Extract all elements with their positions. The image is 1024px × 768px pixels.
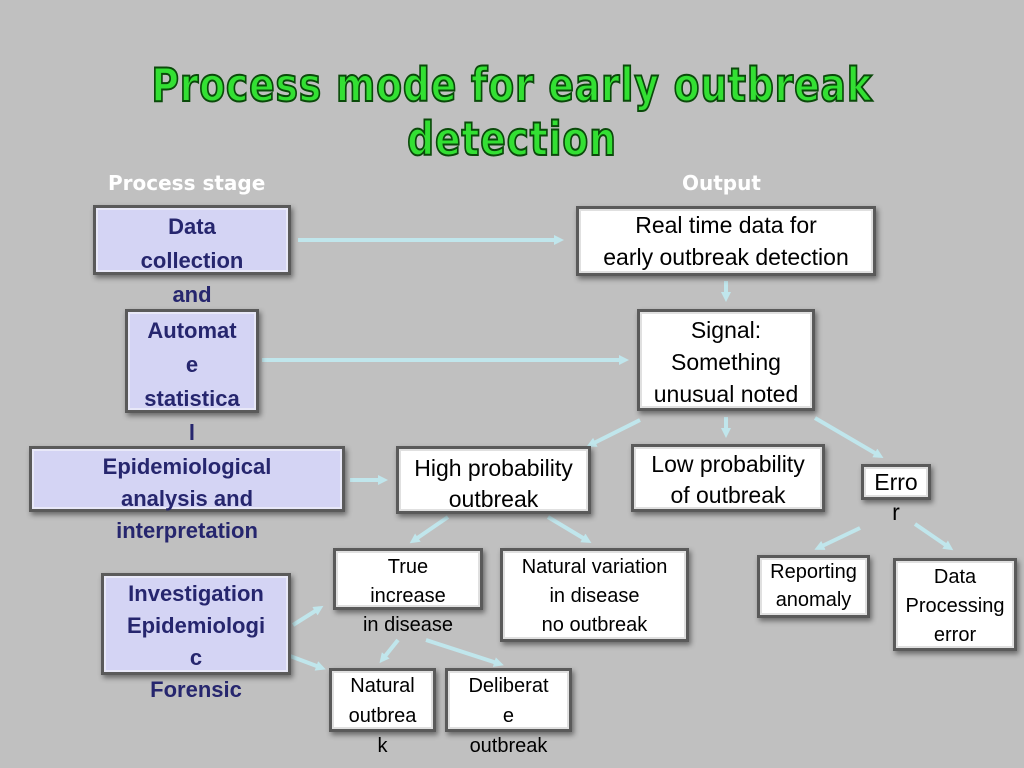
output-true-increase: True increase in disease bbox=[333, 548, 483, 636]
arrow-investigation-to-natural-outbreak bbox=[289, 654, 326, 671]
output-error: Erro r bbox=[861, 464, 931, 525]
arrow-error-to-processing bbox=[913, 522, 954, 551]
output-deliberate-outbreak: Deliberat e outbreak bbox=[445, 668, 572, 757]
arrow-error-to-reporting bbox=[814, 526, 861, 550]
stage-epidemiological-analysis: Epidemiological analysis and interpretat… bbox=[29, 446, 345, 543]
output-signal: Signal: Something unusual noted bbox=[637, 309, 815, 411]
arrow-signal-to-high bbox=[586, 418, 641, 447]
output-realtime-data: Real time data for early outbreak detect… bbox=[576, 206, 876, 276]
page-title: Process mode for early outbreak detectio… bbox=[150, 57, 873, 167]
process-stage-header: Process stage bbox=[108, 171, 266, 195]
stage-data-collection: Data collection and processing bbox=[93, 205, 291, 341]
stage-investigation: Investigation Epidemiologi c Forensic bbox=[101, 573, 291, 702]
arrow-investigation-to-true bbox=[291, 605, 324, 627]
output-reporting-anomaly: Reporting anomaly bbox=[757, 555, 870, 618]
stage-automated-statistical: Automat e statistica l bbox=[125, 309, 259, 445]
output-data-processing-error: Data Processing error bbox=[893, 558, 1017, 651]
output-header: Output bbox=[682, 171, 761, 195]
arrow-true-to-deliberate bbox=[425, 638, 504, 667]
output-natural-variation: Natural variation in disease no outbreak bbox=[500, 548, 689, 642]
output-natural-outbreak: Natural outbrea k bbox=[329, 668, 436, 757]
output-high-probability: High probability outbreak bbox=[396, 446, 591, 514]
arrow-high-to-true bbox=[409, 515, 450, 544]
arrow-high-to-natural-variation bbox=[546, 515, 592, 544]
output-low-probability: Low probability of outbreak bbox=[631, 444, 825, 512]
arrow-true-to-natural-outbreak bbox=[379, 638, 400, 664]
